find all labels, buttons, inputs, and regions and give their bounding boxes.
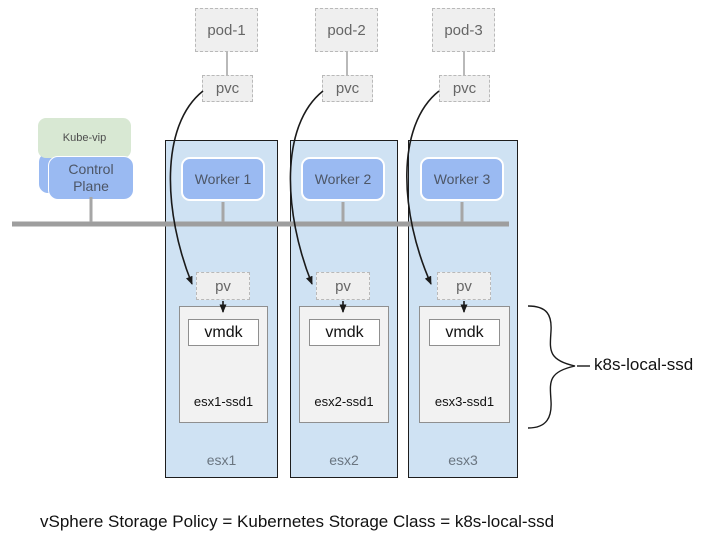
vmdk2-box: vmdk bbox=[309, 319, 380, 346]
vmdk3-box: vmdk bbox=[429, 319, 500, 346]
vmdk1-box: vmdk bbox=[188, 319, 259, 346]
pv1-box: pv bbox=[196, 272, 250, 300]
datastore-group-brace bbox=[527, 305, 576, 429]
worker2-node: Worker 2 bbox=[301, 157, 385, 201]
esx2-datastore-label: esx2-ssd1 bbox=[314, 394, 374, 409]
esx2-host-label: esx2 bbox=[329, 452, 359, 468]
esx3-host-label: esx3 bbox=[448, 452, 478, 468]
storage-policy-brace-label: k8s-local-ssd bbox=[594, 355, 694, 374]
pvc1-box: pvc bbox=[202, 75, 253, 102]
kube-vip-node: Kube-vip bbox=[38, 118, 131, 158]
pvc2-box: pvc bbox=[322, 75, 373, 102]
esx3-datastore-label: esx3-ssd1 bbox=[434, 394, 495, 409]
diagram-caption: vSphere Storage Policy = Kubernetes Stor… bbox=[40, 512, 555, 531]
pvc3-box: pvc bbox=[439, 75, 490, 102]
pv2-box: pv bbox=[316, 272, 370, 300]
pod3-box: pod-3 bbox=[432, 8, 495, 52]
pv3-box: pv bbox=[437, 272, 491, 300]
worker3-node: Worker 3 bbox=[420, 157, 504, 201]
pod2-box: pod-2 bbox=[315, 8, 378, 52]
control-plane-node: Control Plane bbox=[48, 156, 134, 200]
pod1-box: pod-1 bbox=[195, 8, 258, 52]
worker1-node: Worker 1 bbox=[181, 157, 265, 201]
esx1-host-label: esx1 bbox=[206, 452, 237, 468]
esx1-datastore-label: esx1-ssd1 bbox=[193, 394, 254, 409]
